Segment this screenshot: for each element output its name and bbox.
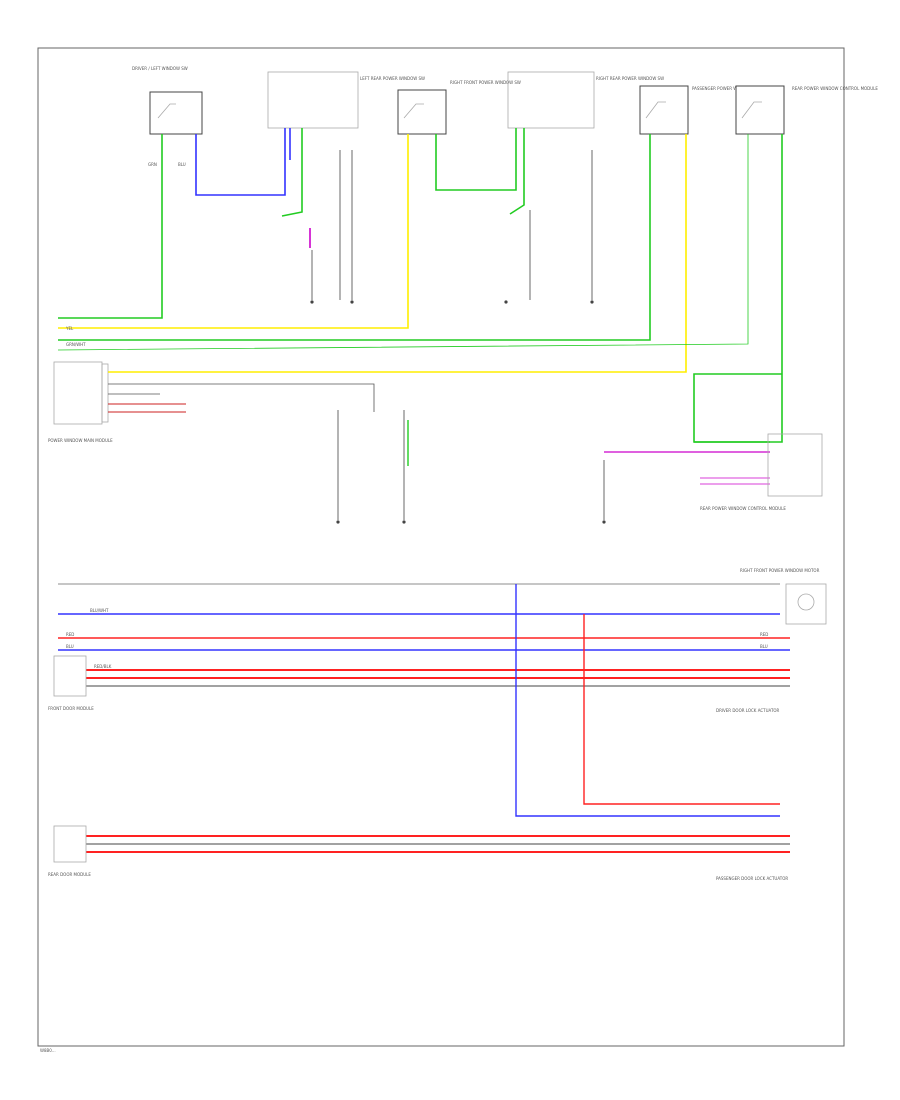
top-components: DRIVER / LEFT WINDOW SW LEFT REAR POWER … — [132, 66, 878, 135]
wire-labels: GRN BLU YEL GRN/WHT BLU/WHT RED BLU RED/… — [65, 162, 768, 669]
top-wires — [57, 128, 783, 443]
lower-wires — [58, 583, 790, 853]
wire-green-right-front-2 — [509, 128, 525, 215]
driver-switch-label: DRIVER / LEFT WINDOW SW — [132, 66, 188, 71]
passenger-switch-label: PASSENGER POWER WINDOW SW — [692, 86, 759, 91]
svg-text:RED/BLK: RED/BLK — [94, 664, 112, 669]
page-code: W8B0... — [40, 1048, 56, 1053]
right-front-motor-label: RIGHT FRONT POWER WINDOW MOTOR — [740, 568, 820, 573]
lower-components: FRONT DOOR MODULE REAR DOOR MODULE RIGHT… — [48, 568, 827, 881]
wire-rear-2 — [693, 134, 783, 443]
driver-switch-box — [149, 91, 203, 135]
wire-black-drops — [311, 150, 593, 300]
ground-symbols — [310, 300, 606, 524]
right-front-motor-box — [785, 583, 827, 625]
right-front-switch-box — [397, 89, 447, 135]
passenger-door-lock-label: PASSENGER DOOR LOCK ACTUATOR — [716, 876, 788, 881]
wire-green-driver — [58, 134, 163, 319]
rear-door-module-box — [53, 825, 87, 863]
rear-switch-label: REAR POWER WINDOW CONTROL MODULE — [792, 86, 878, 91]
pw-main-module-label: POWER WINDOW MAIN MODULE — [48, 438, 113, 443]
right-rear-switch-box — [507, 71, 595, 129]
svg-text:GRN: GRN — [148, 162, 157, 167]
svg-text:BLU/WHT: BLU/WHT — [90, 608, 109, 613]
rear-ctrl-module-label: REAR POWER WINDOW CONTROL MODULE — [700, 506, 786, 511]
wire-green-right-front — [435, 128, 517, 191]
wire-module-stubs — [108, 403, 186, 413]
rear-switch-box — [735, 85, 785, 135]
rear-ctrl-module-box — [767, 433, 823, 497]
right-rear-switch-label: RIGHT REAR POWER WINDOW SW — [596, 76, 664, 81]
rear-door-module-label: REAR DOOR MODULE — [48, 872, 91, 877]
middle-ground-wires — [337, 410, 770, 520]
wire-green-passenger — [58, 134, 651, 341]
wire-yellow-right-front — [58, 134, 409, 329]
front-door-module-box — [53, 655, 87, 697]
wire-red-drop — [583, 614, 780, 805]
passenger-switch-box — [639, 85, 689, 135]
left-rear-switch-box — [267, 71, 359, 129]
svg-text:RED: RED — [760, 632, 768, 637]
right-front-switch-label: RIGHT FRONT POWER WINDOW SW — [450, 80, 521, 85]
svg-text:BLU: BLU — [760, 644, 768, 649]
pw-main-module: POWER WINDOW MAIN MODULE — [48, 361, 113, 443]
left-rear-switch-label: LEFT REAR POWER WINDOW SW — [360, 76, 425, 81]
wire-green-left-rear — [281, 128, 303, 217]
wire-rear-1 — [57, 134, 749, 351]
front-door-module-label: FRONT DOOR MODULE — [48, 706, 94, 711]
wire-blue-loop — [195, 128, 286, 196]
wire-module-black — [108, 383, 375, 412]
svg-text:GRN/WHT: GRN/WHT — [66, 342, 86, 347]
svg-text:YEL: YEL — [65, 326, 74, 331]
driver-door-lock-label: DRIVER DOOR LOCK ACTUATOR — [716, 708, 780, 713]
wire-blue-drop — [515, 584, 780, 817]
svg-text:RED: RED — [66, 632, 74, 637]
wire-yellow-passenger — [108, 134, 687, 373]
diagram-frame — [37, 47, 845, 1047]
svg-text:BLU: BLU — [66, 644, 74, 649]
svg-text:BLU: BLU — [178, 162, 186, 167]
